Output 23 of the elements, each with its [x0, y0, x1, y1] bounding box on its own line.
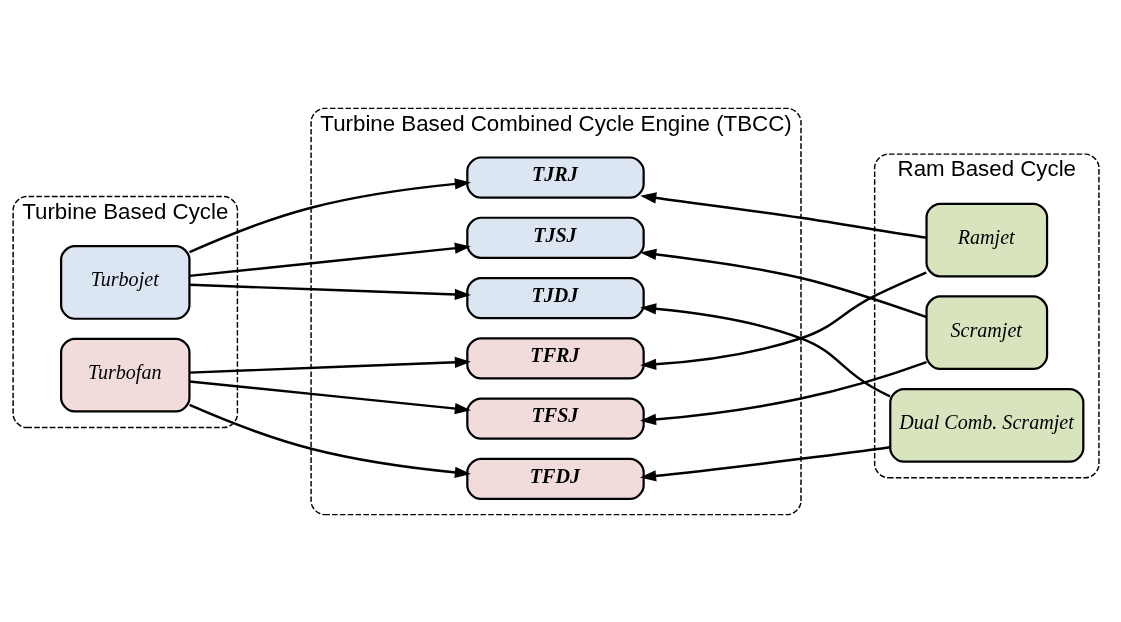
- arrow: [189, 356, 471, 374]
- arrow: [640, 360, 927, 425]
- arrow: [640, 445, 890, 481]
- node-box: TFRJ: [466, 336, 645, 380]
- node-box: TJSJ: [466, 216, 645, 259]
- node-box: Turbojet: [60, 244, 191, 320]
- arrow: [189, 283, 471, 300]
- arrow: [189, 177, 471, 253]
- node-box: TJDJ: [466, 276, 645, 319]
- node-box: TFSJ: [466, 396, 645, 440]
- arrow: [189, 242, 471, 277]
- node-box: TFDJ: [466, 457, 645, 500]
- arrow: [640, 302, 891, 398]
- arrow: [189, 379, 471, 414]
- node-box: Ramjet: [925, 202, 1049, 277]
- arrow: [189, 403, 471, 478]
- arrow: [640, 248, 927, 318]
- node-box: Dual Comb. Scramjet: [889, 387, 1085, 463]
- node-box: TJRJ: [466, 155, 645, 199]
- arrow: [640, 191, 927, 239]
- arrow: [640, 270, 927, 370]
- node-box: Turbofan: [60, 337, 191, 412]
- node-box: Scramjet: [925, 294, 1049, 370]
